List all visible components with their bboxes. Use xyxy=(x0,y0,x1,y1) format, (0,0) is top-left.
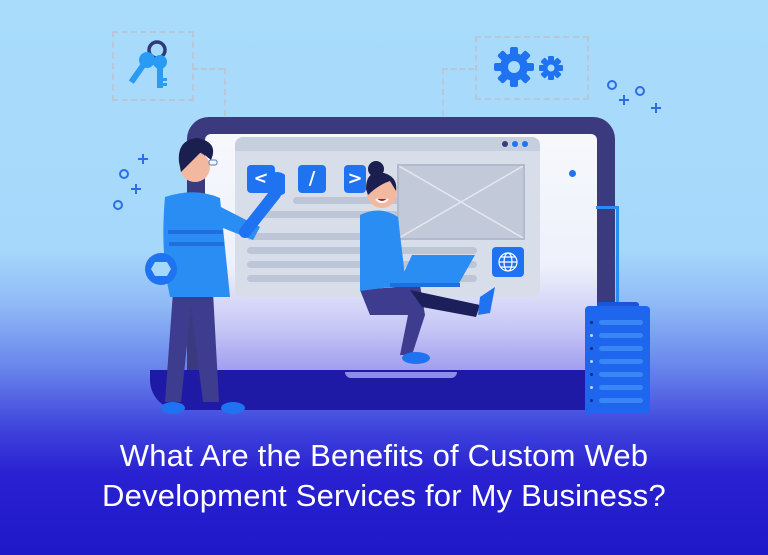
server-led xyxy=(590,334,593,337)
server-led xyxy=(590,347,593,350)
page-title: What Are the Benefits of Custom Web Deve… xyxy=(0,436,768,516)
window-dot xyxy=(512,141,518,147)
window-dot xyxy=(502,141,508,147)
server-led xyxy=(590,360,593,363)
server-icon xyxy=(585,306,650,414)
connector-line xyxy=(192,68,224,70)
title-line-1: What Are the Benefits of Custom Web xyxy=(119,438,649,473)
sparkle-decoration xyxy=(113,154,148,210)
server-slot xyxy=(599,320,643,325)
gears-frame xyxy=(475,36,589,100)
globe-button xyxy=(492,247,524,277)
globe-icon xyxy=(498,252,518,272)
laptop-notch xyxy=(345,372,457,378)
camera-dot xyxy=(569,170,576,177)
server-led xyxy=(590,321,593,324)
server-slot xyxy=(599,346,643,351)
gears-icon xyxy=(494,47,563,87)
connector-line xyxy=(442,68,444,116)
image-placeholder-cross xyxy=(398,165,524,239)
sparkle-decoration xyxy=(607,80,661,113)
server-led xyxy=(590,386,593,389)
server-led xyxy=(590,399,593,402)
server-led xyxy=(590,373,593,376)
cable xyxy=(616,206,619,306)
code-tag-slash: / xyxy=(298,165,326,193)
server-slot xyxy=(599,333,643,338)
server-slot xyxy=(599,385,643,390)
text-line xyxy=(293,197,403,204)
keys-icon xyxy=(128,40,167,88)
connector-line xyxy=(442,68,474,70)
connector-line xyxy=(224,68,226,116)
title-line-2: Development Services for My Business? xyxy=(102,478,666,513)
keys-frame xyxy=(112,31,194,101)
developer-woman-illustration xyxy=(360,161,495,364)
server-slot xyxy=(599,372,643,377)
browser-titlebar xyxy=(235,137,540,151)
developer-man-illustration xyxy=(145,138,285,414)
image-placeholder xyxy=(397,164,525,240)
code-tag-close: > xyxy=(344,165,366,193)
text-line xyxy=(257,211,403,218)
server-slot xyxy=(599,359,643,364)
cable xyxy=(596,206,618,209)
server-slot xyxy=(599,398,643,403)
window-dot xyxy=(522,141,528,147)
